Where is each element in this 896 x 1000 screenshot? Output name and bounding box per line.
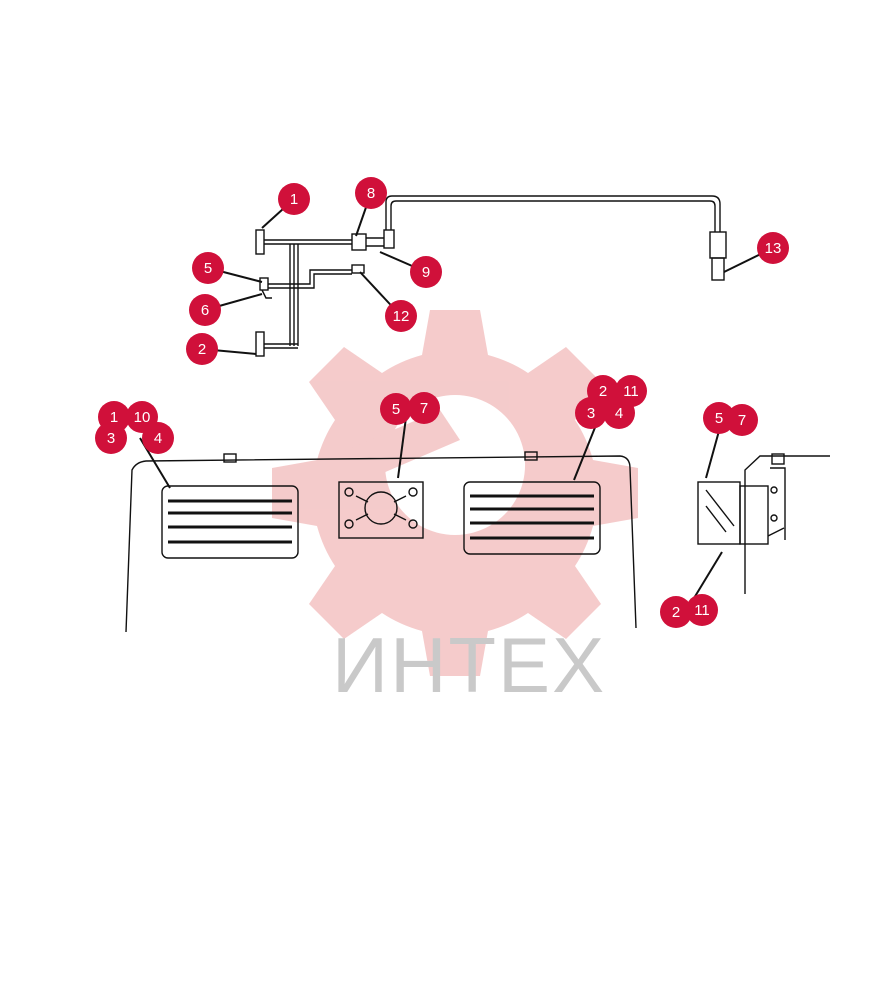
callout-harness-9: 9 [410,256,442,288]
svg-text:1: 1 [110,409,118,426]
svg-text:2: 2 [672,604,680,621]
callout-lamp-left-10: 10 [126,401,158,433]
svg-text:2: 2 [599,383,607,400]
svg-text:12: 12 [393,308,410,325]
callout-box-2: 2 [660,596,692,628]
callout-harness-1: 1 [278,183,310,215]
svg-text:6: 6 [201,302,209,319]
callout-lamp-right-3: 3 [575,397,607,429]
callout-harness-13: 13 [757,232,789,264]
watermark-gear-icon [272,310,638,676]
callout-box-5: 5 [703,402,735,434]
right-lamp [463,481,601,555]
svg-text:4: 4 [154,430,162,447]
svg-text:5: 5 [392,401,400,418]
callout-harness-2: 2 [186,333,218,365]
svg-text:3: 3 [107,430,115,447]
callout-harness-6: 6 [189,294,221,326]
svg-text:9: 9 [422,264,430,281]
svg-text:13: 13 [765,240,782,257]
svg-text:7: 7 [420,400,428,417]
watermark-text: ИНТЕХ [332,621,606,709]
callout-box-11: 11 [686,594,718,626]
svg-text:11: 11 [623,383,639,400]
callout-box-7: 7 [726,404,758,436]
left-lamp [161,485,299,559]
svg-text:7: 7 [738,412,746,429]
callout-lamp-right-4: 4 [603,397,635,429]
svg-text:4: 4 [615,405,623,422]
lamp-panel [125,451,637,633]
callouts: 1 8 5 9 6 12 2 13 4 1 10 3 5 7 11 2 3 4 … [95,177,789,628]
wiring-harness [255,195,727,357]
svg-text:3: 3 [587,405,595,422]
svg-text:1: 1 [290,191,298,208]
center-plate [338,481,424,539]
svg-text:8: 8 [367,185,375,202]
svg-text:5: 5 [715,410,723,427]
callout-center-5: 5 [380,393,412,425]
callout-harness-12: 12 [385,300,417,332]
svg-text:10: 10 [134,409,151,426]
callout-harness-8: 8 [355,177,387,209]
side-box [697,453,830,594]
svg-text:11: 11 [694,602,710,619]
callout-lamp-left-3: 3 [95,422,127,454]
callout-center-7: 7 [408,392,440,424]
callout-harness-5: 5 [192,252,224,284]
svg-text:2: 2 [198,341,206,358]
svg-text:5: 5 [204,260,212,277]
